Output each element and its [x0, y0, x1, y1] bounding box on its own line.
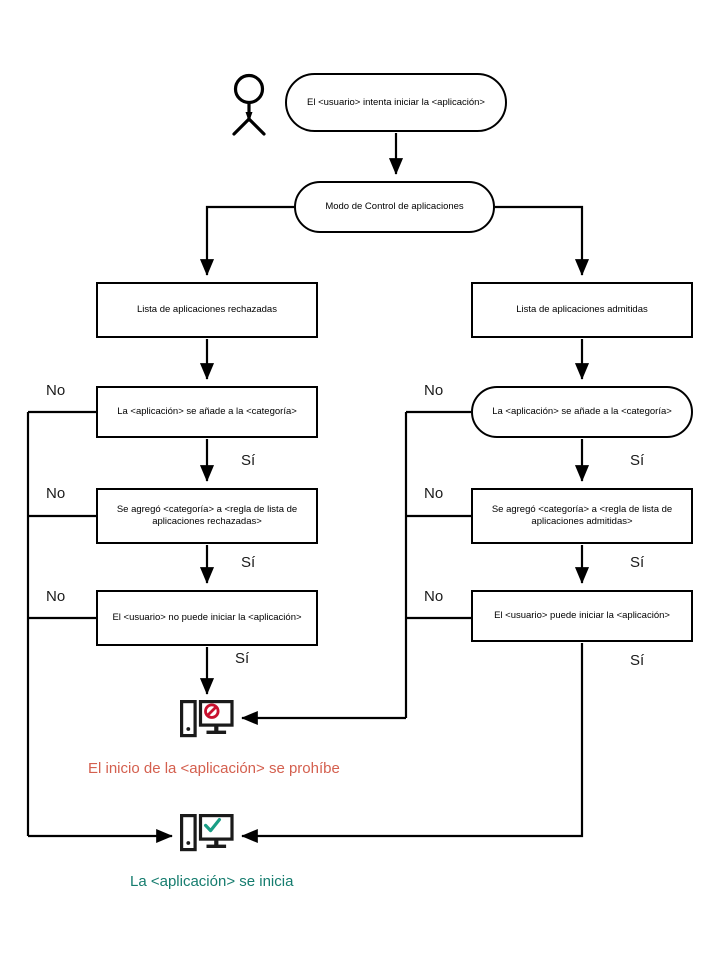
wire-allowresult-si	[241, 643, 584, 844]
node-start-label: El <usuario> intenta iniciar la <aplicac…	[307, 96, 485, 108]
deny-outcome-caption: El inicio de la <aplicación> se prohíbe	[88, 760, 340, 777]
branch-label-no-right-3: No	[424, 588, 444, 605]
node-allow-result[interactable]: El <usuario> puede iniciar la <aplicació…	[471, 590, 693, 642]
node-mode[interactable]: Modo de Control de aplicaciones	[294, 181, 495, 233]
node-allow-category[interactable]: La <aplicación> se añade a la <categoría…	[471, 386, 693, 438]
node-deny-category[interactable]: La <aplicación> se añade a la <categoría…	[96, 386, 318, 438]
branch-label-si-right-3: Sí	[630, 652, 645, 669]
branch-label-si-right-2: Sí	[630, 554, 645, 571]
node-allowlist[interactable]: Lista de aplicaciones admitidas	[471, 282, 693, 338]
node-allow-rule-label: Se agregó <categoría> a <regla de lista …	[491, 504, 673, 527]
branch-label-no-left-2: No	[46, 485, 66, 502]
branch-label-no-left-3: No	[46, 588, 66, 605]
allow-outcome-caption: La <aplicación> se inicia	[130, 873, 294, 890]
node-start[interactable]: El <usuario> intenta iniciar la <aplicac…	[285, 73, 507, 132]
node-denylist-label: Lista de aplicaciones rechazadas	[137, 304, 277, 316]
node-allow-category-label: La <aplicación> se añade a la <categoría…	[492, 406, 672, 418]
computer-allowed-icon	[180, 814, 234, 859]
branch-label-no-right-2: No	[424, 485, 444, 502]
branch-label-no-right-1: No	[424, 382, 444, 399]
node-deny-result[interactable]: El <usuario> no puede iniciar la <aplica…	[96, 590, 318, 646]
node-allow-rule[interactable]: Se agregó <categoría> a <regla de lista …	[471, 488, 693, 544]
branch-label-si-left-3: Sí	[235, 650, 250, 667]
node-deny-rule[interactable]: Se agregó <categoría> a <regla de lista …	[96, 488, 318, 544]
branch-label-si-right-1: Sí	[630, 452, 645, 469]
node-mode-label: Modo de Control de aplicaciones	[325, 201, 464, 213]
branch-label-si-left-2: Sí	[241, 554, 256, 571]
node-deny-result-label: El <usuario> no puede iniciar la <aplica…	[112, 612, 302, 624]
node-deny-rule-label: Se agregó <categoría> a <regla de lista …	[116, 504, 298, 527]
wire-mode-to-allowlist	[495, 205, 590, 276]
usuario-actor	[222, 72, 276, 141]
branch-label-si-left-1: Sí	[241, 452, 256, 469]
branch-label-no-left-1: No	[46, 382, 66, 399]
node-allow-result-label: El <usuario> puede iniciar la <aplicació…	[494, 610, 670, 622]
wire-mode-to-denylist	[199, 205, 294, 276]
computer-blocked-icon	[180, 700, 234, 745]
node-allowlist-label: Lista de aplicaciones admitidas	[516, 304, 648, 316]
node-denylist[interactable]: Lista de aplicaciones rechazadas	[96, 282, 318, 338]
node-deny-category-label: La <aplicación> se añade a la <categoría…	[117, 406, 297, 418]
